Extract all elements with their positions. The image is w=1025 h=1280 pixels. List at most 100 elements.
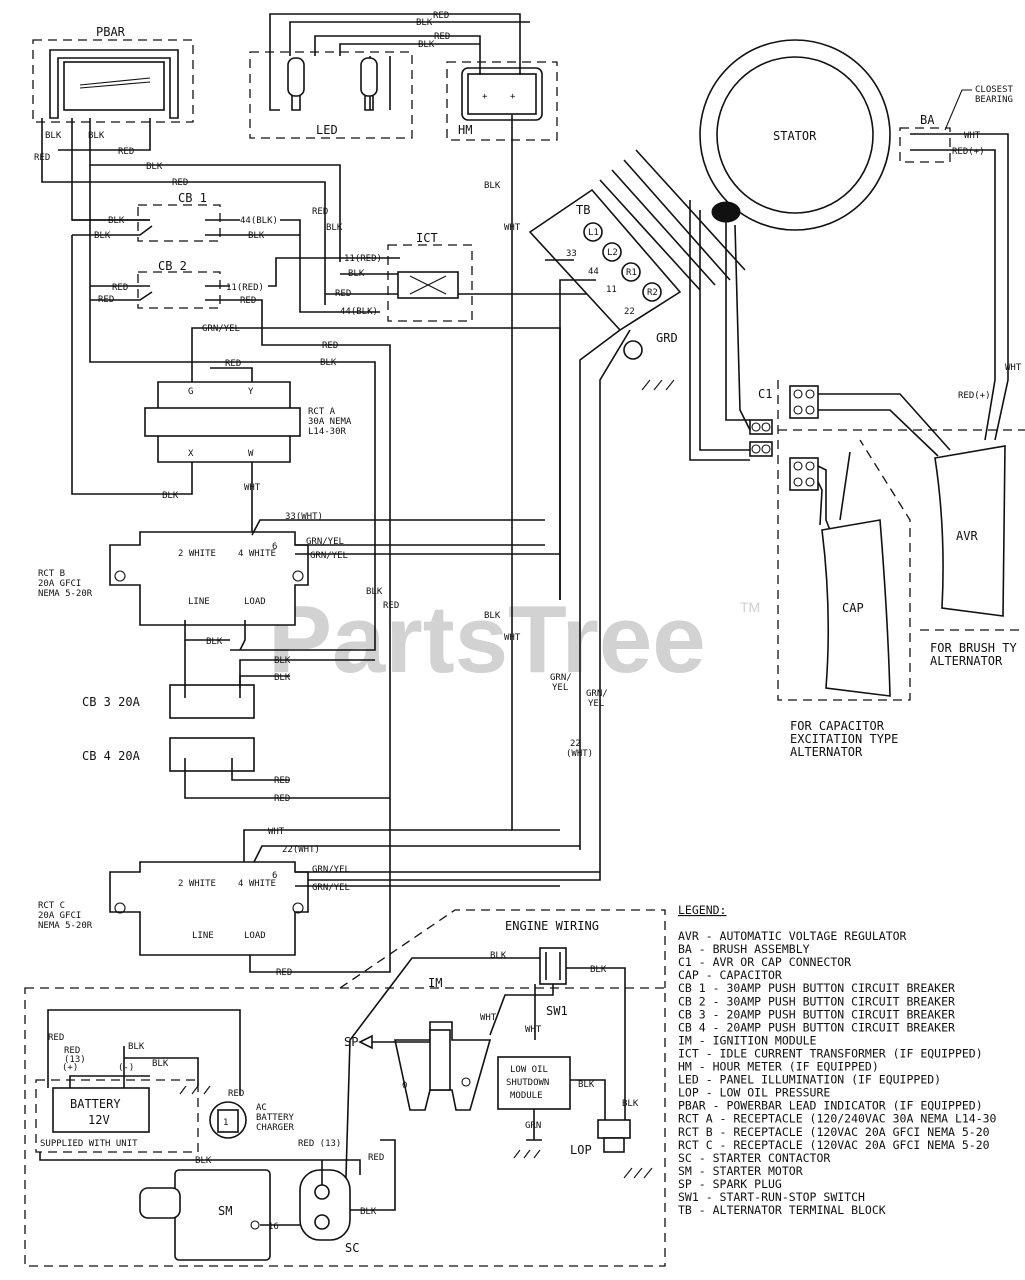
legend-item: ICT - IDLE CURRENT TRANSFORMER (IF EQUIP… bbox=[678, 1046, 983, 1060]
wire-label-red: RED bbox=[64, 1046, 80, 1056]
legend-item: LOP - LOW OIL PRESSURE bbox=[678, 1086, 830, 1100]
svg-text:+: + bbox=[510, 92, 516, 102]
svg-text:0: 0 bbox=[402, 1081, 407, 1091]
sp-label: SP bbox=[344, 1035, 358, 1049]
tb-11: 11 bbox=[606, 285, 617, 295]
legend-item: C1 - AVR OR CAP CONNECTOR bbox=[678, 955, 851, 969]
bearing-label: BEARING bbox=[975, 95, 1013, 105]
tb-22: 22 bbox=[624, 307, 635, 317]
stator: STATOR bbox=[699, 39, 891, 231]
avr: AVR bbox=[934, 445, 1006, 617]
wire-label-wht: WHT bbox=[504, 223, 521, 233]
legend-item: RCT C - RECEPTACLE (120VAC 20A GFCI NEMA… bbox=[678, 1138, 990, 1152]
wire-label-33wht: 33(WHT) bbox=[285, 512, 323, 522]
wire-label-blk: BLK bbox=[320, 358, 337, 368]
rct-a-pin-y: Y bbox=[248, 387, 254, 397]
wire-label-red: RED bbox=[276, 968, 292, 978]
rct-b-pin-6: 6 bbox=[272, 542, 277, 552]
wire-label-grn-yel: GRN/YEL bbox=[312, 883, 350, 893]
battery-minus: (-) bbox=[118, 1063, 134, 1073]
wire-label-red: RED bbox=[112, 283, 128, 293]
legend-item: CB 4 - 20AMP PUSH BUTTON CIRCUIT BREAKER bbox=[678, 1020, 955, 1034]
for-capacitor-line3: ALTERNATOR bbox=[790, 745, 863, 759]
battery: BATTERY 12V SUPPLIED WITH UNIT (+) (-) bbox=[35, 1063, 199, 1153]
battery-plus: (+) bbox=[62, 1063, 78, 1073]
rct-b-label-3: NEMA 5-20R bbox=[38, 589, 93, 599]
led-label: LED bbox=[316, 123, 338, 137]
wire-label-grn-yel: GRN/YEL bbox=[310, 551, 348, 561]
wire-label-red-plus: RED(+) bbox=[952, 147, 985, 157]
rct-b-receptacle: 2 WHITE 4 WHITE 6 LINE LOAD RCT B 20A GF… bbox=[38, 531, 309, 626]
sw1-label: SW1 bbox=[546, 1004, 568, 1018]
wire-label-22: 22 bbox=[570, 739, 581, 749]
charger-label-1: AC bbox=[256, 1103, 267, 1113]
led-component: LED bbox=[249, 51, 413, 139]
cb4-label: CB 4 20A bbox=[82, 749, 141, 763]
charger-label-2: BATTERY bbox=[256, 1113, 295, 1123]
rct-a-pin-g: G bbox=[188, 387, 193, 397]
ground-terminal: GRD bbox=[623, 331, 678, 391]
wire-label-blk: BLK bbox=[206, 637, 223, 647]
wire-label-blk: BLK bbox=[88, 131, 105, 141]
wire-label-wht: WHT bbox=[525, 1025, 542, 1035]
cb2-breaker: CB 2 bbox=[90, 259, 260, 309]
low-oil-line3: MODULE bbox=[510, 1091, 543, 1101]
c1-connector: C1 bbox=[749, 385, 819, 491]
wire-label-blk: BLK bbox=[248, 231, 265, 241]
grd-label: GRD bbox=[656, 331, 678, 345]
wire-label-16: 16 bbox=[268, 1222, 279, 1232]
cb3-label: CB 3 20A bbox=[82, 695, 141, 709]
wire-label-blk: BLK bbox=[45, 131, 62, 141]
rct-a-label-1: RCT A bbox=[308, 407, 336, 417]
wire-label-red: RED bbox=[274, 794, 290, 804]
lop-switch: LOP bbox=[570, 1110, 653, 1179]
rct-c-pin-4: 4 WHITE bbox=[238, 879, 276, 889]
wire-label-red-plus: RED(+) bbox=[958, 391, 991, 401]
sw1-switch: SW1 bbox=[539, 947, 568, 1018]
legend-item: RCT B - RECEPTACLE (120VAC 20A GFCI NEMA… bbox=[678, 1125, 990, 1139]
closest-label: CLOSEST bbox=[975, 85, 1014, 95]
cb2-label: CB 2 bbox=[158, 259, 187, 273]
wire-label-44blk: 44(BLK) bbox=[340, 307, 378, 317]
rct-c-label-1: RCT C bbox=[38, 901, 65, 911]
wire-label-blk: BLK bbox=[146, 162, 163, 172]
wire-label-red: RED bbox=[172, 178, 188, 188]
wire-label-yel: YEL bbox=[552, 683, 568, 693]
tb-label: TB bbox=[576, 203, 590, 217]
battery-label: BATTERY bbox=[70, 1097, 121, 1111]
rct-b-line: LINE bbox=[188, 597, 210, 607]
wire-label-blk: BLK bbox=[195, 1156, 212, 1166]
wire-label-grn: GRN/ bbox=[586, 689, 608, 699]
wire-label-blk: BLK bbox=[274, 656, 291, 666]
wire-label-red: RED bbox=[98, 295, 114, 305]
ict-label: ICT bbox=[416, 231, 438, 245]
low-oil-line2: SHUTDOWN bbox=[506, 1078, 549, 1088]
wire-label-wht: WHT bbox=[1005, 363, 1022, 373]
for-brush-line1: FOR BRUSH TY bbox=[930, 641, 1017, 655]
legend-item: CB 2 - 30AMP PUSH BUTTON CIRCUIT BREAKER bbox=[678, 994, 955, 1008]
wire-label-blk: BLK bbox=[162, 491, 179, 501]
wire-label-blk: BLK bbox=[128, 1042, 145, 1052]
pbar-component: PBAR bbox=[32, 25, 194, 123]
wire-label-13: (13) bbox=[64, 1055, 86, 1065]
rct-a-label-3: L14-30R bbox=[308, 427, 347, 437]
rct-c-receptacle: 2 WHITE 4 WHITE 6 LINE LOAD RCT C 20A GF… bbox=[38, 861, 309, 956]
wire-label-grn: GRN bbox=[525, 1121, 541, 1131]
cap-label: CAP bbox=[842, 601, 864, 615]
wire-label-red: RED bbox=[322, 341, 338, 351]
terminal-block: TB L1 L2 R1 R2 33 44 11 22 bbox=[528, 188, 682, 332]
legend-item: TB - ALTERNATOR TERMINAL BLOCK bbox=[678, 1203, 886, 1217]
wire-label-44blk: 44(BLK) bbox=[240, 216, 278, 226]
sm-label: SM bbox=[218, 1204, 232, 1218]
cb1-breaker: CB 1 bbox=[72, 191, 300, 242]
for-capacitor-line2: EXCITATION TYPE bbox=[790, 732, 898, 746]
wire-label-blk: BLK bbox=[108, 216, 125, 226]
wire-label-wht: WHT bbox=[268, 827, 285, 837]
wire-label-grn-yel: GRN/YEL bbox=[202, 324, 240, 334]
charger-label-3: CHARGER bbox=[256, 1123, 295, 1133]
brush-assembly: BA CLOSEST BEARING bbox=[899, 85, 1014, 163]
wire-label-red: RED bbox=[368, 1153, 384, 1163]
wire-label-blk: BLK bbox=[326, 223, 343, 233]
legend-item: CB 1 - 30AMP PUSH BUTTON CIRCUIT BREAKER bbox=[678, 981, 955, 995]
rct-b-pin-2: 2 WHITE bbox=[178, 549, 216, 559]
